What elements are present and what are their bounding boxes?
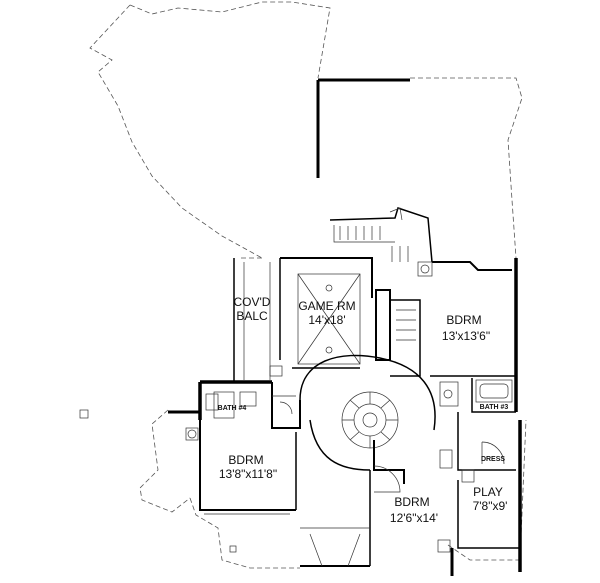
bdrm-w-walls [185, 420, 297, 515]
dress-play-area [439, 441, 520, 549]
bdrm-w-name: BDRM [228, 453, 263, 467]
bdrm-ne-size: 13'x13'6" [442, 329, 490, 343]
covd-balc-area [233, 258, 281, 382]
bdrm-s-size: 12'6"x14' [390, 511, 438, 525]
play-size: 7'8"x9' [473, 499, 508, 513]
room-label-game-rm: GAME RM 14'x18' [298, 299, 355, 327]
room-label-bdrm-ne: BDRM 13'x13'6" [442, 313, 490, 343]
game-rm-size: 14'x18' [308, 313, 345, 327]
room-label-bdrm-w: BDRM 13'8"x11'8" [219, 453, 277, 481]
room-label-play: PLAY 7'8"x9' [473, 485, 508, 513]
bath3-area [439, 378, 516, 471]
misc-marks [79, 207, 403, 553]
roof-outline-dashed [89, 1, 527, 569]
bdrm-w-size: 13'8"x11'8" [219, 467, 277, 481]
covd-balc-line1: COV'D [234, 295, 271, 309]
exterior-walls [168, 78, 522, 576]
play-name: PLAY [473, 485, 503, 499]
room-label-covd-balc: COV'D BALC [234, 295, 271, 323]
bath4-label: BATH #4 [218, 405, 247, 412]
dress-label: DRESS [481, 456, 505, 463]
bdrm-ne-name: BDRM [446, 313, 481, 327]
bdrm-s-name: BDRM [394, 495, 429, 509]
room-label-bdrm-s: BDRM 12'6"x14' [390, 495, 438, 525]
game-room [280, 257, 373, 369]
game-rm-name: GAME RM [298, 299, 355, 313]
spiral-stair [299, 354, 436, 471]
bdrm-s-walls [300, 440, 451, 567]
top-stair [329, 207, 433, 263]
covd-balc-line2: BALC [236, 309, 268, 323]
bath3-label: BATH #3 [480, 404, 509, 411]
bath4-area [205, 382, 301, 429]
